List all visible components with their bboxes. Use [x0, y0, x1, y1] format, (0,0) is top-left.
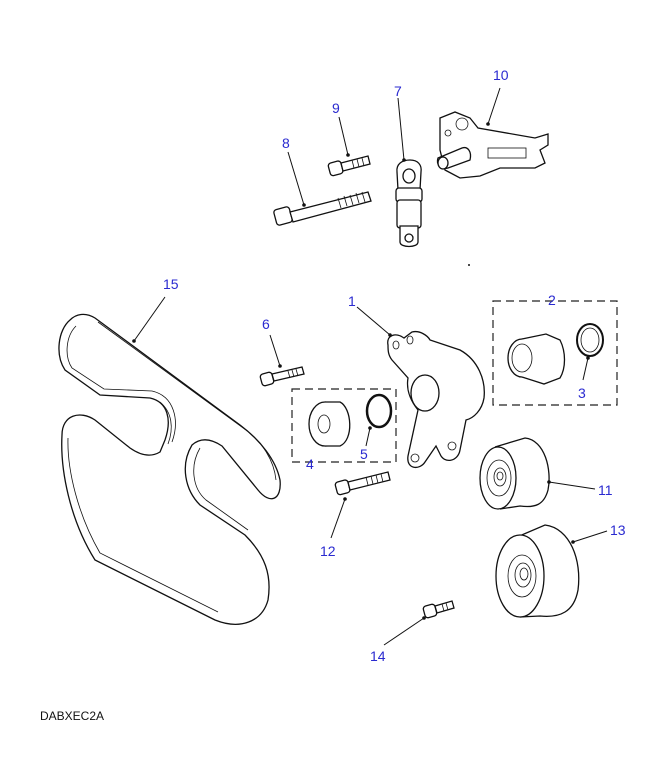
bolt[interactable]	[334, 471, 391, 496]
bolt[interactable]	[327, 155, 371, 177]
stray-dot	[468, 264, 470, 266]
long-bolt[interactable]	[273, 191, 372, 226]
callout-1: 1	[348, 293, 356, 309]
callout-2: 2	[548, 292, 556, 308]
callout-6: 6	[262, 316, 270, 332]
callout-15: 15	[163, 276, 179, 292]
tensioner-pulley[interactable]	[495, 524, 580, 618]
callout-4: 4	[306, 456, 314, 472]
bush[interactable]	[308, 401, 351, 447]
bolt[interactable]	[422, 600, 455, 619]
drive-belt[interactable]	[58, 313, 281, 625]
callout-3: 3	[578, 385, 586, 401]
kit-box-2	[492, 300, 618, 406]
damper[interactable]	[395, 159, 423, 248]
callout-5: 5	[360, 446, 368, 462]
diagram-code: DABXEC2A	[40, 709, 105, 723]
leader-lines	[132, 87, 608, 646]
callout-14: 14	[370, 648, 386, 664]
seal-ring[interactable]	[576, 323, 604, 357]
callout-12: 12	[320, 543, 336, 559]
kit-box-4	[291, 388, 397, 463]
idler-pulley[interactable]	[479, 437, 550, 510]
o-ring[interactable]	[365, 393, 393, 429]
callout-11: 11	[598, 482, 613, 498]
callout-10: 10	[493, 67, 509, 83]
callout-7: 7	[394, 83, 402, 99]
tensioner-arm[interactable]	[387, 330, 485, 468]
callout-8: 8	[282, 135, 290, 151]
bolt[interactable]	[259, 366, 305, 387]
pivot-bush[interactable]	[507, 333, 566, 385]
callout-13: 13	[610, 522, 626, 538]
callout-9: 9	[332, 100, 340, 116]
mounting-bracket[interactable]	[436, 111, 549, 179]
